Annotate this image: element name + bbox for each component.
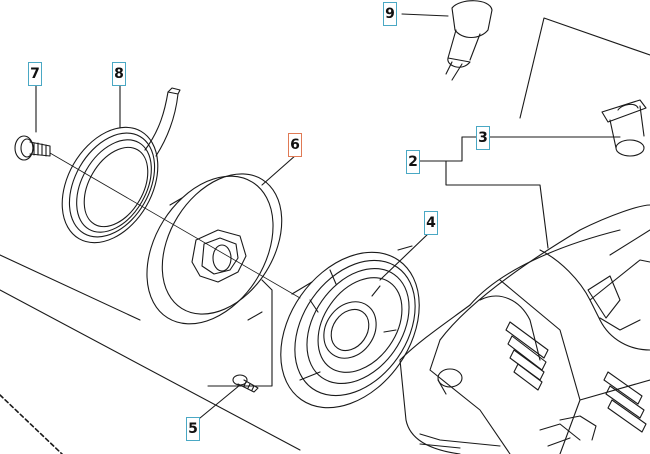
part-7-screw — [14, 135, 51, 161]
vent-slot — [603, 371, 643, 405]
leader-line-6b — [207, 279, 273, 387]
guide-line — [0, 254, 141, 321]
leader-line-9b — [519, 17, 650, 119]
part-5-screw — [232, 374, 259, 393]
part-4-starter-housing — [280, 245, 420, 409]
vent-slot — [507, 335, 547, 371]
leader-line-6 — [261, 154, 297, 186]
dashed-outline — [0, 394, 63, 454]
leader-line-9 — [401, 13, 449, 17]
part-8-spring — [61, 87, 181, 244]
leader-line-2b — [445, 160, 549, 249]
axis-line — [49, 152, 301, 299]
part-3-fitting — [601, 99, 647, 157]
callout-5[interactable]: 5 — [186, 417, 200, 441]
callout-2[interactable]: 2 — [406, 150, 420, 174]
guide-line — [0, 289, 301, 451]
part-9-boot — [445, 0, 493, 81]
vent-slot — [607, 399, 647, 433]
callout-9[interactable]: 9 — [383, 2, 397, 26]
vent-slot — [505, 321, 549, 359]
part-2-starter-cover — [399, 204, 650, 454]
callout-3[interactable]: 3 — [476, 126, 490, 150]
leader-line-2 — [419, 136, 463, 162]
callout-6[interactable]: 6 — [288, 133, 302, 157]
callout-4[interactable]: 4 — [424, 211, 438, 235]
part-6-pulley — [146, 173, 283, 325]
vent-slot — [513, 363, 543, 391]
leader-line-4 — [379, 231, 431, 281]
callout-7[interactable]: 7 — [28, 62, 42, 86]
leader-line-5 — [199, 384, 241, 419]
callout-8[interactable]: 8 — [112, 62, 126, 86]
vent-slot — [605, 385, 645, 419]
